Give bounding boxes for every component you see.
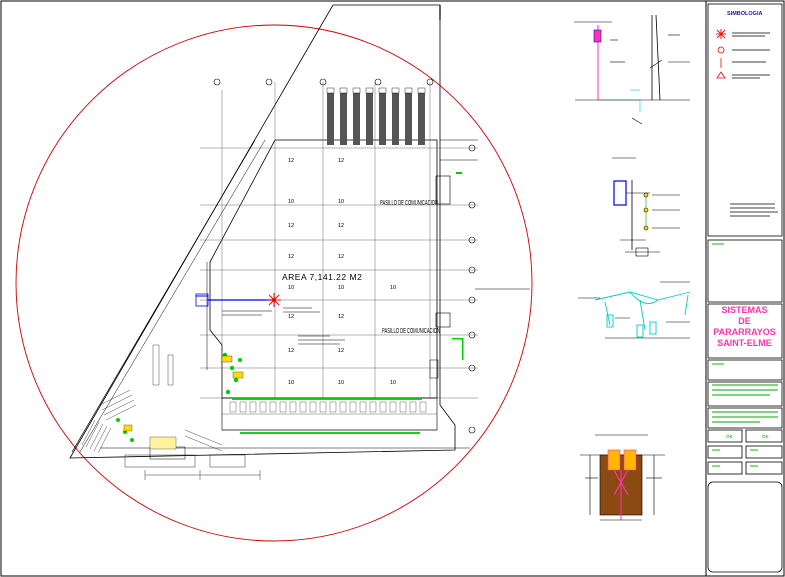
- system-title: SISTEMAS DE PARARRAYOS SAINT-ELME: [708, 305, 781, 357]
- svg-text:10: 10: [338, 199, 344, 205]
- svg-text:10: 10: [288, 199, 294, 205]
- svg-text:12: 12: [338, 254, 344, 260]
- box-ok-left: OK: [726, 434, 733, 439]
- svg-text:12: 12: [288, 314, 294, 320]
- svg-text:12: 12: [288, 158, 294, 164]
- box-ok-right: OK: [762, 434, 769, 439]
- zone-numbers: 12 12 10 10 12 12 12 12 10 10 10 12 12 12 12 10…: [288, 158, 396, 386]
- protection-radius-circle: [15, 24, 533, 542]
- corridor-label-upper: PASILLO DE COMUNICACION: [380, 198, 438, 207]
- svg-text:10: 10: [338, 380, 344, 386]
- detail-mast-elevation: [574, 14, 690, 125]
- detail-roof-cable: [578, 281, 691, 339]
- legend-symbols: [712, 29, 778, 467]
- detail-grounding-well: [580, 434, 665, 521]
- svg-text:12: 12: [338, 314, 344, 320]
- lightning-rod-terminal: [195, 293, 281, 307]
- system-title-line-2: DE: [738, 316, 751, 326]
- landscape-markers: [116, 172, 464, 442]
- svg-text:10: 10: [288, 285, 294, 291]
- corridor-label-lower: PASILLO DE COMUNICACION: [382, 326, 440, 335]
- loading-docks: [327, 93, 425, 145]
- svg-text:12: 12: [288, 223, 294, 229]
- yellow-markers: [123, 355, 244, 450]
- svg-text:10: 10: [390, 285, 396, 291]
- svg-text:12: 12: [288, 348, 294, 354]
- parking-stalls: [229, 401, 427, 413]
- building-outline: [209, 139, 438, 399]
- svg-text:12: 12: [338, 158, 344, 164]
- system-title-line-3: PARARRAYOS: [713, 327, 776, 337]
- site-plan: [69, 4, 478, 480]
- plan-annotations: [222, 288, 530, 345]
- grid-bubbles-right: [468, 144, 476, 434]
- svg-text:12: 12: [338, 223, 344, 229]
- title-block: [707, 3, 783, 573]
- system-title-line-4: SAINT-ELME: [717, 338, 772, 348]
- area-label: AREA 7,141.22 M2: [282, 272, 362, 282]
- svg-text:10: 10: [390, 380, 396, 386]
- hatched-car-stalls: [81, 344, 223, 454]
- property-boundary: [69, 4, 456, 459]
- detail-connection-box: [612, 157, 680, 257]
- svg-text:12: 12: [338, 348, 344, 354]
- legend-heading: SIMBOLOGIA: [727, 11, 763, 17]
- svg-text:10: 10: [288, 380, 294, 386]
- grid-bubbles-top: [213, 78, 434, 86]
- system-title-line-1: SISTEMAS: [721, 305, 768, 315]
- svg-text:12: 12: [288, 254, 294, 260]
- svg-text:10: 10: [338, 285, 344, 291]
